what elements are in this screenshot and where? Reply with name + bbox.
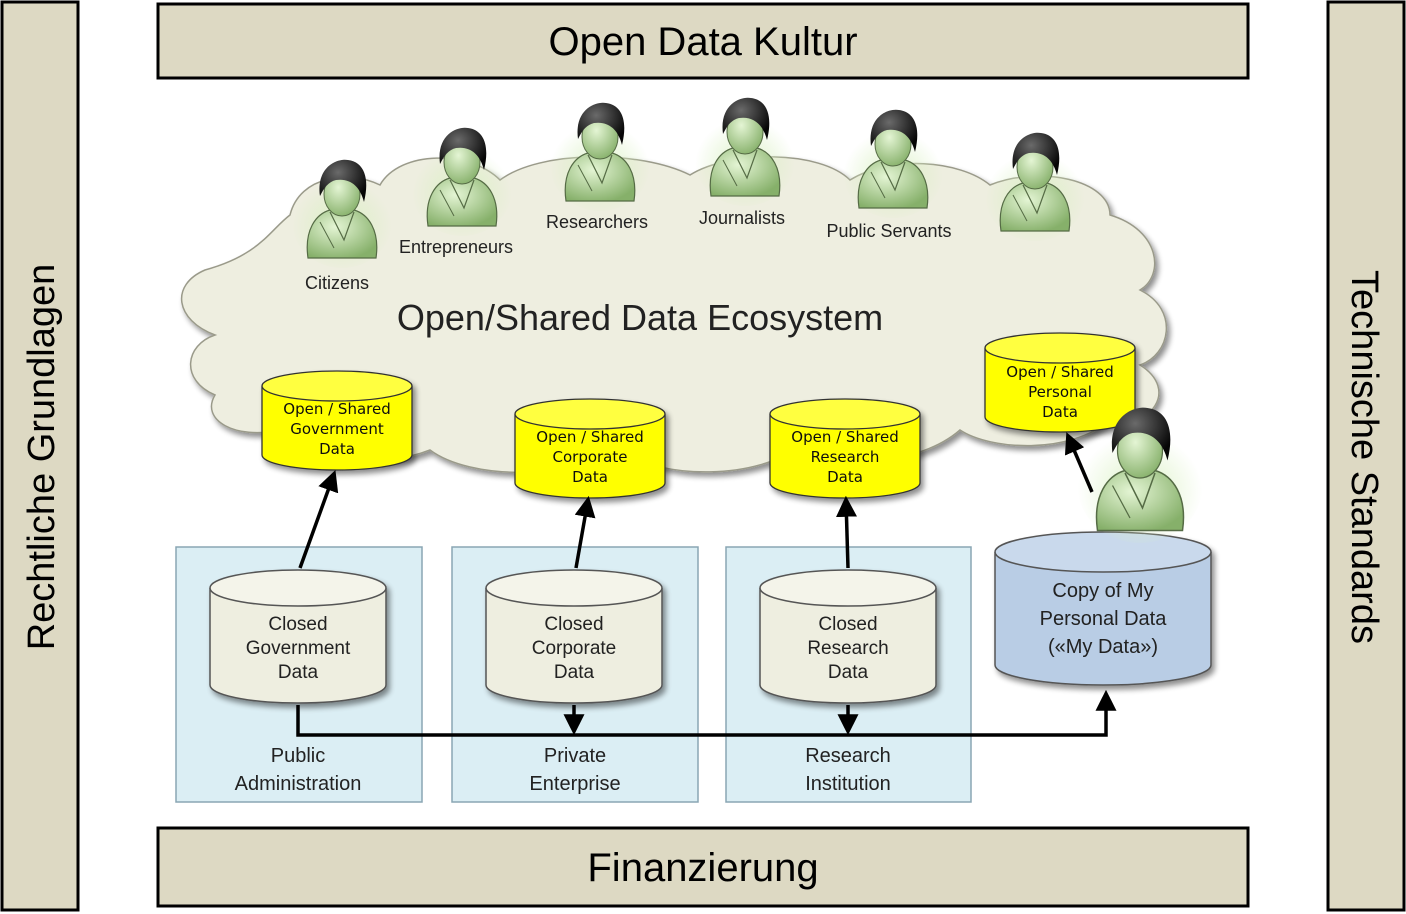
db-open-corporate: Open / Shared Corporate Data bbox=[514, 398, 666, 499]
db-label-line3: Data bbox=[554, 662, 595, 683]
db-label-line3: Data bbox=[278, 662, 319, 683]
ecosystem-cloud: Open/Shared Data Ecosystem bbox=[180, 156, 1167, 474]
arrow-closed-to-open-corporate bbox=[574, 495, 596, 569]
db-label-line1: Closed bbox=[818, 614, 877, 635]
person-public-servants: Public Servants bbox=[826, 109, 952, 241]
db-label-line1: Open / Shared bbox=[1006, 363, 1113, 381]
db-closed-corporate: Closed Corporate Data bbox=[485, 569, 663, 704]
db-open-government: Open / Shared Government Data bbox=[261, 370, 413, 471]
db-label-line1: Closed bbox=[544, 614, 603, 635]
arrow-closed-to-my-data bbox=[296, 689, 1117, 737]
db-label-line1: Open / Shared bbox=[791, 428, 898, 446]
db-label-line1: Copy of My bbox=[1052, 580, 1153, 602]
db-open-research: Open / Shared Research Data bbox=[769, 398, 921, 499]
person-researchers: Researchers bbox=[546, 102, 651, 232]
frame-right: Technische Standards bbox=[1326, 0, 1406, 912]
person-label: Entrepreneurs bbox=[399, 237, 513, 257]
institution-label-line2: Administration bbox=[235, 773, 362, 795]
institution-label-line1: Public bbox=[271, 745, 325, 767]
person-citizens: Citizens bbox=[291, 159, 393, 293]
cloud-title: Open/Shared Data Ecosystem bbox=[397, 297, 883, 338]
db-my-data: Copy of My Personal Data («My Data») bbox=[994, 531, 1212, 686]
db-label-line2: Research bbox=[811, 448, 880, 466]
institution-label-line1: Private bbox=[544, 745, 606, 767]
db-open-personal: Open / Shared Personal Data bbox=[984, 332, 1136, 433]
db-label-line3: Data bbox=[572, 468, 608, 486]
frame-right-label: Technische Standards bbox=[1343, 270, 1385, 644]
db-label-line2: Corporate bbox=[532, 638, 617, 659]
db-label-line2: Corporate bbox=[553, 448, 628, 466]
db-label-line2: Government bbox=[290, 420, 384, 438]
person-journalists: Journalists bbox=[694, 97, 796, 228]
db-label-line3: Data bbox=[827, 468, 863, 486]
db-label-line1: Closed bbox=[268, 614, 327, 635]
db-label-line2: Government bbox=[246, 638, 351, 659]
db-label-line1: Open / Shared bbox=[536, 428, 643, 446]
db-label-line2: Personal bbox=[1028, 383, 1092, 401]
db-closed-research: Closed Research Data bbox=[759, 569, 937, 704]
person-entrepreneurs: Entrepreneurs bbox=[399, 127, 513, 257]
frame-top: Open Data Kultur bbox=[156, 2, 1250, 80]
db-closed-government: Closed Government Data bbox=[209, 569, 387, 704]
person-label: Citizens bbox=[305, 273, 369, 293]
arrow-closed-to-open-research bbox=[835, 495, 857, 569]
frame-left-label: Rechtliche Grundlagen bbox=[21, 264, 63, 651]
arrow-closed-to-open-government bbox=[298, 470, 339, 569]
person-label: Public Servants bbox=[826, 221, 951, 241]
institution-label-line2: Enterprise bbox=[529, 773, 620, 795]
institution-label-line2: Institution bbox=[805, 773, 891, 795]
db-label-line3: Data bbox=[1042, 403, 1078, 421]
arrow-my-data-to-open-personal bbox=[1064, 432, 1094, 493]
person-label: Journalists bbox=[699, 208, 785, 228]
db-label-line3: Data bbox=[319, 440, 355, 458]
frame-top-label: Open Data Kultur bbox=[548, 20, 857, 64]
person-unlabeled bbox=[984, 132, 1086, 242]
institution-label-line1: Research bbox=[805, 745, 891, 767]
frame-bottom: Finanzierung bbox=[156, 826, 1250, 908]
db-label-line1: Open / Shared bbox=[283, 400, 390, 418]
db-label-line3: Data bbox=[828, 662, 869, 683]
frame-left: Rechtliche Grundlagen bbox=[0, 0, 80, 912]
db-label-line2: Research bbox=[807, 638, 888, 659]
flow-arrows bbox=[296, 432, 1117, 737]
db-label-line2: Personal Data bbox=[1040, 608, 1168, 630]
frame-bottom-label: Finanzierung bbox=[587, 846, 818, 890]
db-label-line3: («My Data») bbox=[1048, 636, 1158, 658]
person-label: Researchers bbox=[546, 212, 648, 232]
